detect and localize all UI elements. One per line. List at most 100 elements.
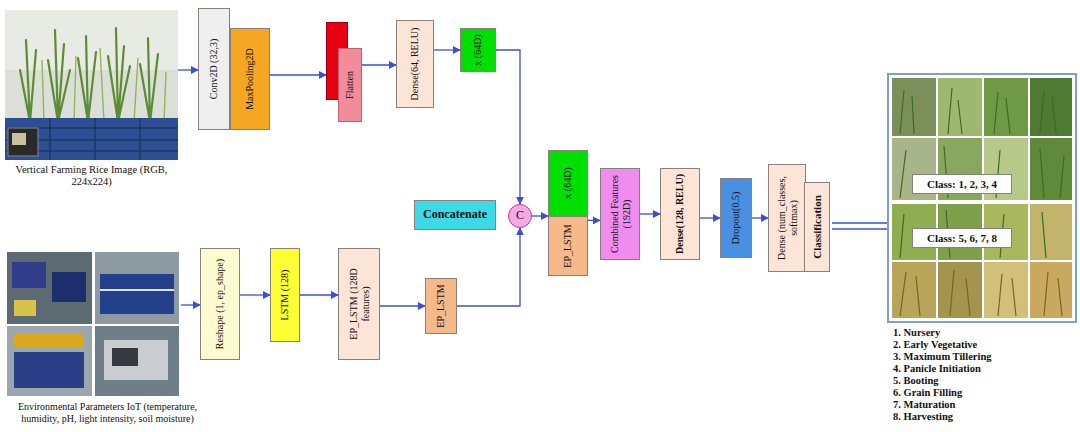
tray-slats <box>5 118 178 160</box>
grow-rack <box>100 274 174 314</box>
node-label: Conv2D (32,3) <box>208 12 220 126</box>
photo-ground <box>5 10 178 160</box>
rack-bar <box>100 289 174 291</box>
lstm-features: EP_LSTM (128D features) <box>338 248 380 360</box>
lstm-output: EP_LSTM <box>425 278 457 334</box>
feature-vector: x (64D) <box>460 28 496 72</box>
node-label: Reshape (1, ep_shape) <box>214 252 226 356</box>
conv-layer: Conv2D (32,3) <box>198 8 230 130</box>
controller-screen <box>112 348 138 366</box>
node-label: C <box>516 209 524 223</box>
stage-label: 8. Harvesting <box>893 411 992 423</box>
grow-rack <box>14 352 84 388</box>
node-label: Combined Features (192D) <box>609 172 632 256</box>
node-label: Flatten <box>344 52 356 118</box>
node-label: Dense(64, RELU) <box>409 24 421 104</box>
stage-label: 2. Early Vegetative <box>893 339 992 351</box>
connector-arrow <box>240 294 270 295</box>
dense-layer: Dense(64, RELU) <box>396 20 434 108</box>
node-label: Vertical Farming Rice Image (RGB, 224x22… <box>5 164 178 188</box>
plant-texture <box>900 88 1064 258</box>
stage-label: 7. Maturation <box>893 399 992 411</box>
collage-ground <box>5 250 181 398</box>
node-label: Concatenate <box>423 208 487 222</box>
node-label: x (64D) <box>472 32 484 68</box>
connector-arrow <box>457 228 520 306</box>
sensor-photo <box>7 326 92 396</box>
class-image-panel <box>888 74 1076 322</box>
grow-tray <box>5 118 178 160</box>
stage-label: 1. Nursery <box>893 327 992 339</box>
class-label: Class: 1, 2, 3, 4 <box>912 174 1012 194</box>
layer-block: Flatten <box>338 48 362 122</box>
connector-arrow <box>300 294 338 295</box>
sensor-photo <box>95 326 179 396</box>
feature-vector: x (64D) <box>548 150 588 216</box>
sensor-box <box>12 262 46 288</box>
thumbnail <box>984 262 1028 318</box>
sensor-photo <box>7 252 92 324</box>
image-input: Vertical Farming Rice Image (RGB, 224x22… <box>5 10 178 160</box>
stage-label: 6. Grain Filling <box>893 387 992 399</box>
connector-arrow <box>434 49 460 50</box>
softmax-layer: Dense (num_classes, softmax) <box>768 164 806 272</box>
dropout-layer: Dropout(0.5) <box>720 178 752 258</box>
thumbnail <box>1030 262 1072 318</box>
connector-arrow <box>178 69 198 70</box>
connector-arrow <box>588 220 600 221</box>
pooling-layer: MaxPooling2D <box>230 28 270 130</box>
node-label: Dropout(0.5) <box>730 182 742 254</box>
node-label: EP_LSTM <box>562 220 574 272</box>
node-label: Dense(128, RELU) <box>674 172 686 256</box>
node-label: x (64D) <box>562 154 574 212</box>
node-label: LSTM (128) <box>279 252 291 338</box>
stage-label: 5. Booting <box>893 375 992 387</box>
classification-box: Classification <box>804 182 830 272</box>
rice-photo <box>5 10 178 160</box>
stage-list: 1. Nursery2. Early Vegetative3. Maximum … <box>893 327 992 423</box>
panel-frame <box>888 74 1076 322</box>
class-label: Class: 5, 6, 7, 8 <box>912 228 1012 248</box>
node-label: Dense (num_classes, softmax) <box>776 168 799 268</box>
connector-arrow <box>532 215 548 216</box>
node-label: Class: 1, 2, 3, 4 <box>927 178 997 191</box>
lstm-layer: LSTM (128) <box>270 248 300 342</box>
stage-label: 4. Panicle Initiation <box>893 363 992 375</box>
iot-photo-collage <box>5 250 181 398</box>
double-connector <box>832 223 887 229</box>
node-label: EP_LSTM (128D features) <box>348 252 371 356</box>
rack-frame <box>14 334 84 348</box>
node-label: Class: 5, 6, 7, 8 <box>927 232 997 245</box>
thumbnail <box>938 78 982 136</box>
connector-arrow <box>270 74 326 75</box>
sensor-photo <box>95 252 179 324</box>
thumbnail <box>892 262 936 318</box>
grain-texture <box>900 270 1062 316</box>
connector-arrow <box>496 50 520 204</box>
reshape-layer: Reshape (1, ep_shape) <box>200 248 240 360</box>
thumbnail <box>1030 138 1072 200</box>
thumbnail <box>1030 204 1072 260</box>
connector-arrow <box>752 217 768 218</box>
thumbnail <box>1030 78 1072 136</box>
sensor-box <box>52 272 86 302</box>
connector-arrow <box>700 217 720 218</box>
connector-arrow <box>380 305 425 306</box>
lstm-output: EP_LSTM <box>548 216 588 276</box>
connector-arrow <box>640 213 660 214</box>
sensor-box <box>14 300 36 316</box>
thumbnail <box>984 78 1028 136</box>
node-label: Environmental Parameters IoT (temperatur… <box>5 401 210 424</box>
photo-wall <box>5 10 178 70</box>
stage-label: 3. Maximum Tillering <box>893 351 992 363</box>
flatten-layer: Flatten <box>326 22 362 122</box>
connector-arrow <box>181 304 200 305</box>
connector-arrow <box>362 64 396 65</box>
concatenate-label: Concatenate <box>414 200 496 230</box>
concat-circle: C <box>508 204 532 228</box>
dense-layer: Dense(128, RELU) <box>660 168 700 260</box>
inset-detail <box>12 133 26 145</box>
combined-features: Combined Features (192D) <box>600 168 640 260</box>
rice-leaves <box>42 48 166 122</box>
